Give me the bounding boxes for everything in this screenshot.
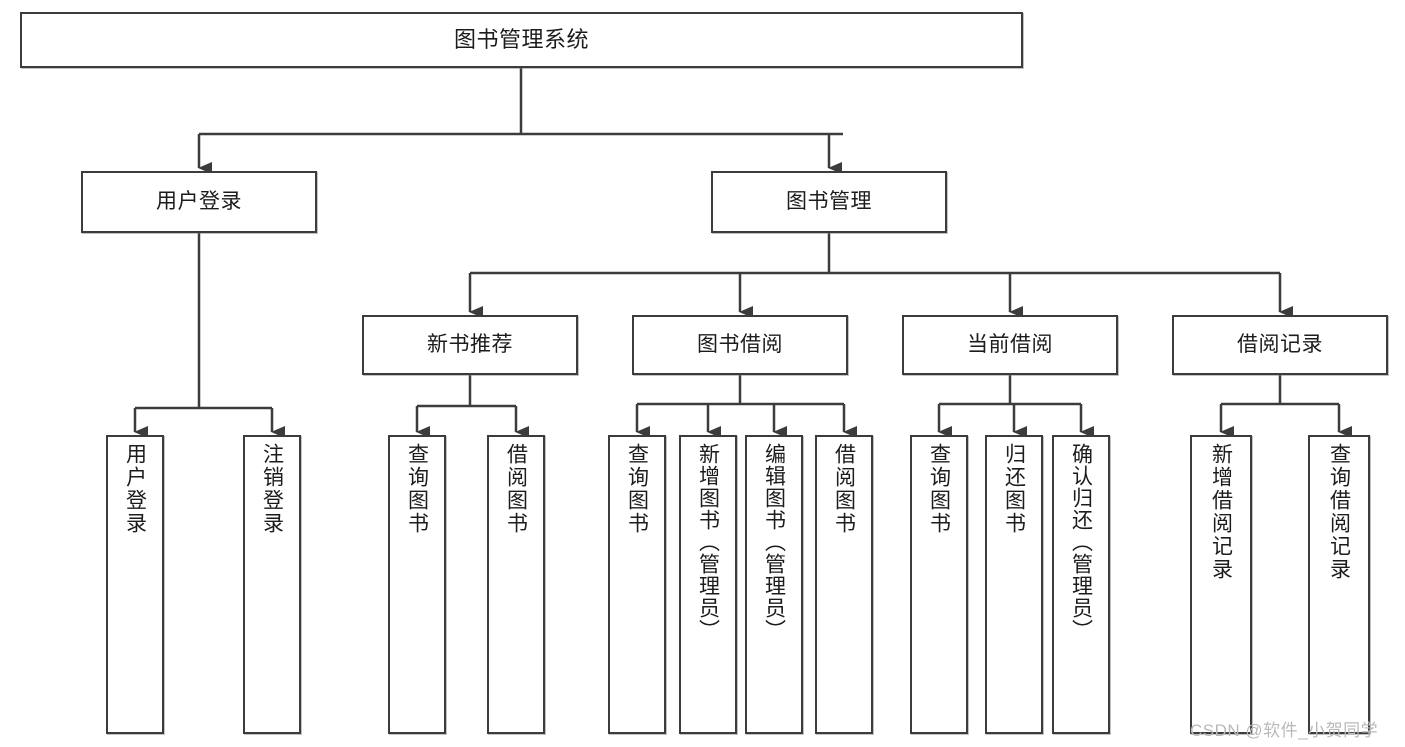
leaf-logout-label: 注销登录 — [260, 443, 284, 535]
leaf-query-book-current[interactable]: 查询图书 — [910, 435, 968, 734]
leaf-return-book-label: 归还图书 — [1002, 443, 1026, 535]
leaf-add-book-admin[interactable]: 新增图书（管理员） — [679, 435, 737, 734]
node-book-management-label: 图书管理 — [786, 189, 872, 213]
leaf-borrow-book[interactable]: 借阅图书 — [815, 435, 873, 734]
leaf-user-login[interactable]: 用户登录 — [106, 435, 164, 734]
leaf-add-book-admin-label: 新增图书（管理员） — [696, 443, 720, 641]
node-borrow-record[interactable]: 借阅记录 — [1172, 315, 1388, 375]
node-root[interactable]: 图书管理系统 — [20, 12, 1023, 68]
leaf-edit-book-admin-label: 编辑图书（管理员） — [762, 443, 786, 641]
leaf-query-book-new-label: 查询图书 — [405, 443, 429, 535]
leaf-query-book-borrow-label: 查询图书 — [625, 443, 649, 535]
leaf-add-borrow-record-label: 新增借阅记录 — [1209, 443, 1233, 581]
csdn-watermark: CSDN @软件_小贺同学 — [1190, 721, 1379, 740]
leaf-return-book[interactable]: 归还图书 — [985, 435, 1043, 734]
leaf-query-book-borrow[interactable]: 查询图书 — [608, 435, 666, 734]
leaf-logout[interactable]: 注销登录 — [243, 435, 301, 734]
leaf-add-borrow-record[interactable]: 新增借阅记录 — [1190, 435, 1252, 734]
leaf-confirm-return-admin-label: 确认归还（管理员） — [1069, 443, 1093, 641]
leaf-query-borrow-record-label: 查询借阅记录 — [1327, 443, 1351, 581]
leaf-borrow-book-label: 借阅图书 — [832, 443, 856, 535]
leaf-edit-book-admin[interactable]: 编辑图书（管理员） — [745, 435, 803, 734]
node-new-book-recommend-label: 新书推荐 — [427, 332, 513, 356]
node-new-book-recommend[interactable]: 新书推荐 — [362, 315, 578, 375]
node-root-label: 图书管理系统 — [453, 27, 589, 53]
node-book-management[interactable]: 图书管理 — [711, 171, 947, 233]
node-current-borrow[interactable]: 当前借阅 — [902, 315, 1118, 375]
leaf-confirm-return-admin[interactable]: 确认归还（管理员） — [1052, 435, 1110, 734]
leaf-query-borrow-record[interactable]: 查询借阅记录 — [1308, 435, 1370, 734]
node-book-borrow[interactable]: 图书借阅 — [632, 315, 848, 375]
node-user-login-label: 用户登录 — [156, 189, 242, 213]
leaf-borrow-book-new-label: 借阅图书 — [504, 443, 528, 535]
node-book-borrow-label: 图书借阅 — [697, 332, 783, 356]
leaf-query-book-new[interactable]: 查询图书 — [388, 435, 446, 734]
node-user-login[interactable]: 用户登录 — [81, 171, 317, 233]
node-borrow-record-label: 借阅记录 — [1237, 332, 1323, 356]
leaf-query-book-current-label: 查询图书 — [927, 443, 951, 535]
leaf-user-login-label: 用户登录 — [123, 443, 147, 535]
leaf-borrow-book-new[interactable]: 借阅图书 — [487, 435, 545, 734]
node-current-borrow-label: 当前借阅 — [967, 332, 1053, 356]
